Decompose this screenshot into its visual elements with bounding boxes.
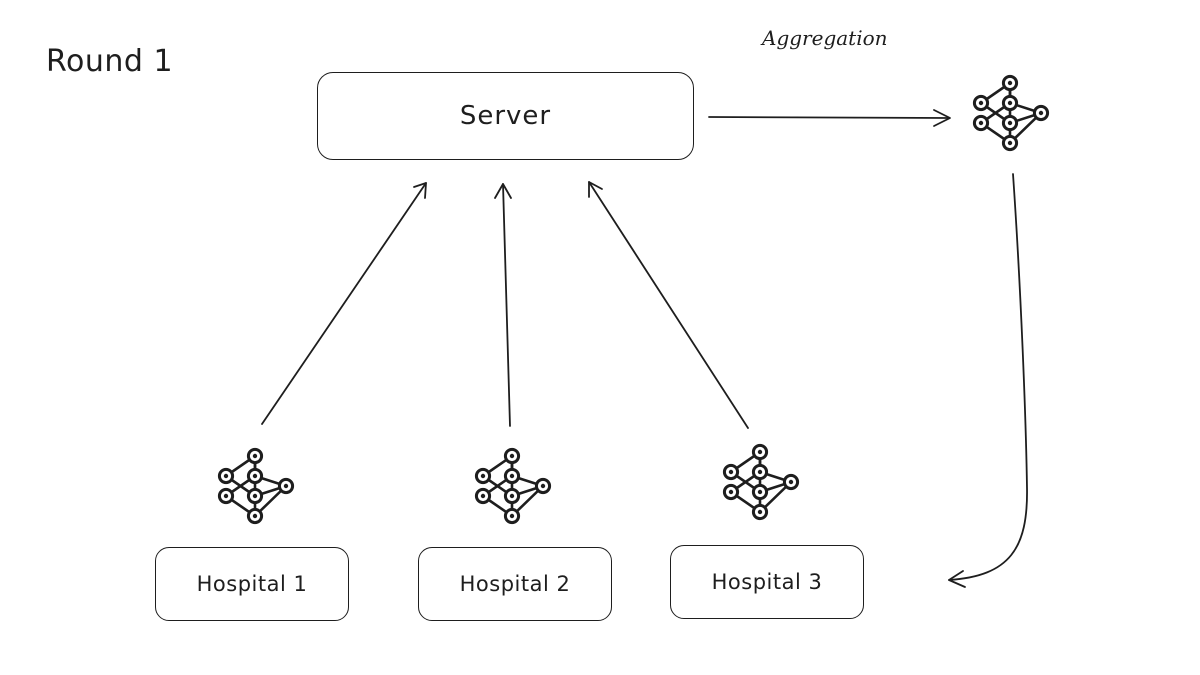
hospital-2-box: Hospital 2 xyxy=(418,547,612,621)
hospital-1-model-icon xyxy=(217,447,295,525)
arrow-server-to-aggregation xyxy=(708,116,950,119)
arrow-aggregation-to-hospital-3 xyxy=(948,173,1028,581)
arrowhead-aggregation xyxy=(933,109,951,127)
server-box: Server xyxy=(317,72,694,160)
hospital-3-label: Hospital 3 xyxy=(711,570,823,594)
arrow-hospital-2-to-server xyxy=(502,183,511,427)
hospital-2-model-icon xyxy=(474,447,552,525)
arrowhead-hospital-3 xyxy=(588,181,603,198)
aggregation-label: Aggregation xyxy=(762,26,888,50)
aggregated-model-icon xyxy=(972,74,1050,152)
hospital-1-box: Hospital 1 xyxy=(155,547,349,621)
hospital-1-label: Hospital 1 xyxy=(196,572,308,596)
arrowhead-hospital-2 xyxy=(494,183,512,199)
hospital-2-label: Hospital 2 xyxy=(459,572,571,596)
server-label: Server xyxy=(459,101,552,131)
hospital-3-model-icon xyxy=(722,443,800,521)
hospital-3-box: Hospital 3 xyxy=(670,545,864,619)
round-title: Round 1 xyxy=(46,44,174,79)
arrowhead-hospital-3-return xyxy=(948,570,966,588)
arrow-hospital-1-to-server xyxy=(261,182,427,425)
arrow-hospital-3-to-server xyxy=(588,181,749,429)
arrowhead-hospital-1 xyxy=(413,182,427,199)
